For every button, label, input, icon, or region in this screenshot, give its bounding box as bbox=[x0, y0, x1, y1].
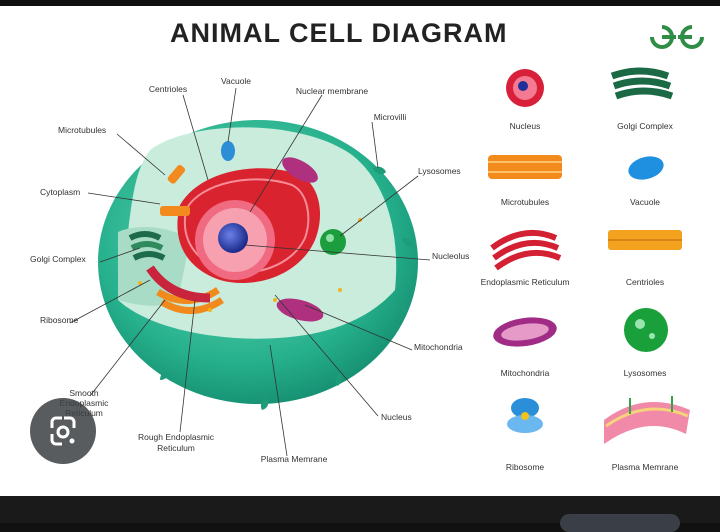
top-bar bbox=[0, 0, 720, 6]
golgi-complex bbox=[128, 231, 166, 261]
diagram-canvas: ANIMAL CELL DIAGRAM Centrioles Vacuole N… bbox=[0, 6, 720, 496]
label-smooth-er-1: Smooth bbox=[69, 388, 99, 398]
geeksforgeeks-logo bbox=[650, 25, 704, 49]
cell-diagram bbox=[69, 67, 690, 457]
nucleolus bbox=[218, 223, 248, 253]
label-cytoplasm: Cytoplasm bbox=[40, 187, 81, 197]
legend-label-vacuole: Vacuole bbox=[629, 197, 661, 207]
lysosome-icon bbox=[624, 308, 668, 352]
label-vacuole: Vacuole bbox=[220, 76, 252, 86]
label-golgi-complex: Golgi Complex bbox=[30, 254, 86, 264]
label-microtubules: Microtubules bbox=[58, 125, 107, 135]
legend-label-lysosomes: Lysosomes bbox=[623, 368, 667, 378]
label-microvilli: Microvilli bbox=[373, 112, 407, 122]
legend-label-golgi-complex: Golgi Complex bbox=[617, 121, 673, 131]
legend-label-nucleus: Nucleus bbox=[509, 121, 541, 131]
microtubule bbox=[160, 206, 190, 216]
er-icon bbox=[490, 229, 562, 271]
legend-label-plasma-membrane: Plasma Memrane bbox=[611, 462, 679, 472]
vacuole bbox=[221, 141, 235, 161]
legend-label-microtubules: Microtubules bbox=[500, 197, 550, 207]
google-lens-button[interactable] bbox=[30, 398, 96, 464]
label-rough-er-2: Reticulum bbox=[157, 443, 195, 453]
lysosome bbox=[320, 229, 346, 255]
smooth-er bbox=[156, 287, 224, 314]
nucleus-icon bbox=[506, 69, 544, 107]
mitochondrion bbox=[282, 157, 318, 183]
google-lens-icon bbox=[50, 416, 76, 446]
mitochondrion-2 bbox=[276, 298, 324, 322]
legend-icons bbox=[488, 67, 690, 444]
legend-label-endoplasmic-reticulum: Endoplasmic Reticulum bbox=[480, 277, 570, 287]
centrioles-icon bbox=[608, 230, 682, 250]
label-smooth-er-2: Endoplasmic bbox=[59, 398, 109, 408]
label-nucleus: Nucleus bbox=[381, 412, 412, 422]
plasma-membrane-icon bbox=[604, 396, 690, 444]
leader-lines bbox=[69, 87, 431, 457]
label-mitochondria: Mitochondria bbox=[414, 342, 463, 352]
golgi-icon bbox=[610, 67, 674, 100]
ribosome-icon bbox=[507, 398, 543, 433]
label-centrioles: Centrioles bbox=[148, 84, 188, 94]
legend-label-centrioles: Centrioles bbox=[625, 277, 665, 287]
label-nucleolus: Nucleolus bbox=[432, 251, 470, 261]
label-ribosome: Ribosome bbox=[40, 315, 79, 325]
centriole bbox=[167, 164, 186, 184]
legend-label-ribosome: Ribosome bbox=[505, 462, 545, 472]
page-title: ANIMAL CELL DIAGRAM bbox=[170, 18, 508, 48]
mitochondria-icon bbox=[493, 317, 557, 347]
label-lysosomes: Lysosomes bbox=[418, 166, 461, 176]
vacuole-icon bbox=[628, 156, 664, 180]
legend-label-mitochondria: Mitochondria bbox=[500, 368, 550, 378]
bottom-pill-button[interactable] bbox=[560, 514, 680, 532]
animal-cell bbox=[98, 120, 418, 410]
rough-er-folds bbox=[146, 265, 211, 303]
microtubules-icon bbox=[488, 155, 562, 179]
label-rough-er-1: Rough Endoplasmic bbox=[137, 432, 215, 442]
label-plasma-membrane: Plasma Memrane bbox=[260, 454, 328, 464]
label-nuclear-membrane: Nuclear membrane bbox=[295, 86, 369, 96]
